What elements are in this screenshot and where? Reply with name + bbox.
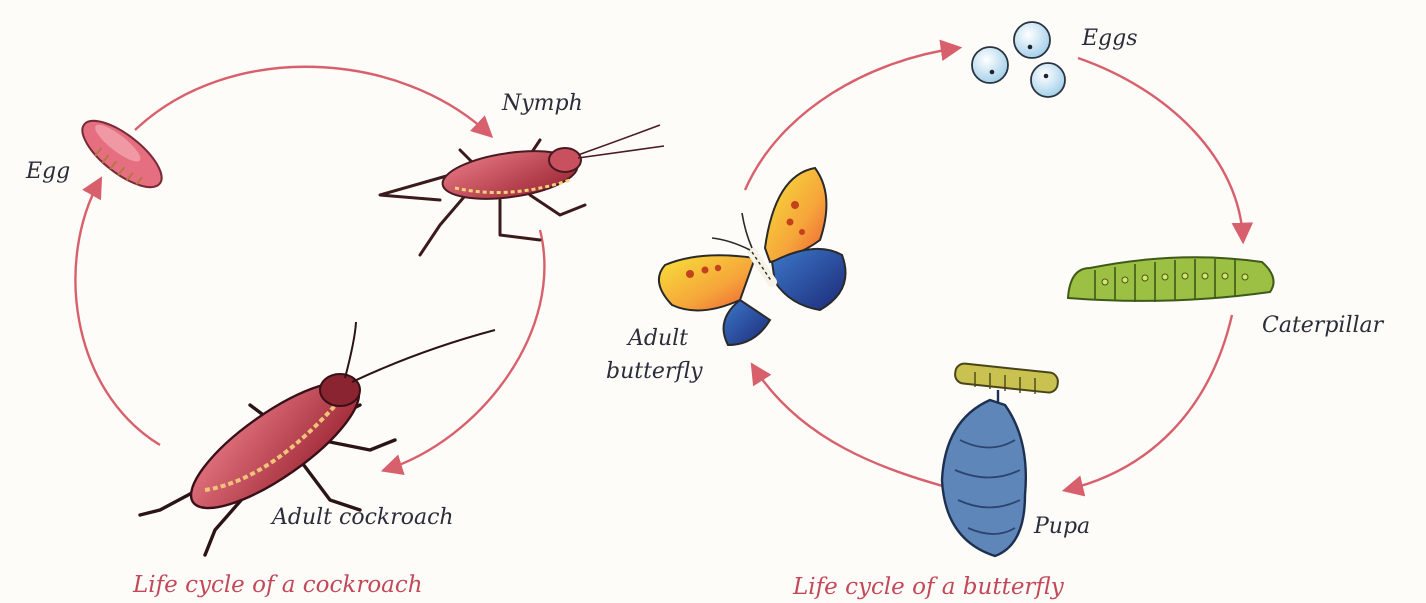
cockroach-cycle: Egg Nymph Adult cockroach Life cycle of … bbox=[25, 67, 664, 598]
arrow-eggs-to-caterpillar bbox=[1078, 58, 1243, 240]
arrow-caterpillar-to-pupa bbox=[1066, 315, 1232, 490]
adult-cockroach-label: Adult cockroach bbox=[270, 505, 454, 530]
caterpillar-label: Caterpillar bbox=[1262, 313, 1385, 338]
butterfly-caption: Life cycle of a butterfly bbox=[792, 574, 1065, 600]
pupa-label: Pupa bbox=[1033, 514, 1090, 539]
nymph-label: Nymph bbox=[501, 91, 583, 116]
caterpillar-icon bbox=[1068, 257, 1274, 302]
butterfly-eggs-icon bbox=[972, 22, 1065, 97]
adult-butterfly-label-line2: butterfly bbox=[606, 359, 703, 384]
cockroach-egg-icon bbox=[72, 109, 171, 198]
arrow-nymph-to-adult bbox=[385, 230, 544, 470]
cockroach-caption: Life cycle of a cockroach bbox=[132, 572, 423, 598]
arrow-egg-to-nymph bbox=[135, 67, 490, 135]
butterfly-cycle: Eggs Caterpillar Pupa Adult butterfly Li… bbox=[606, 22, 1385, 600]
arrow-pupa-to-butterfly bbox=[753, 366, 965, 492]
cockroach-nymph-icon bbox=[380, 125, 664, 255]
adult-butterfly-icon bbox=[659, 168, 846, 345]
arrow-butterfly-to-eggs bbox=[745, 48, 958, 190]
egg-label: Egg bbox=[25, 159, 70, 184]
arrow-adult-to-egg bbox=[75, 180, 160, 445]
eggs-label: Eggs bbox=[1081, 26, 1138, 51]
adult-butterfly-label-line1: Adult bbox=[626, 326, 688, 351]
